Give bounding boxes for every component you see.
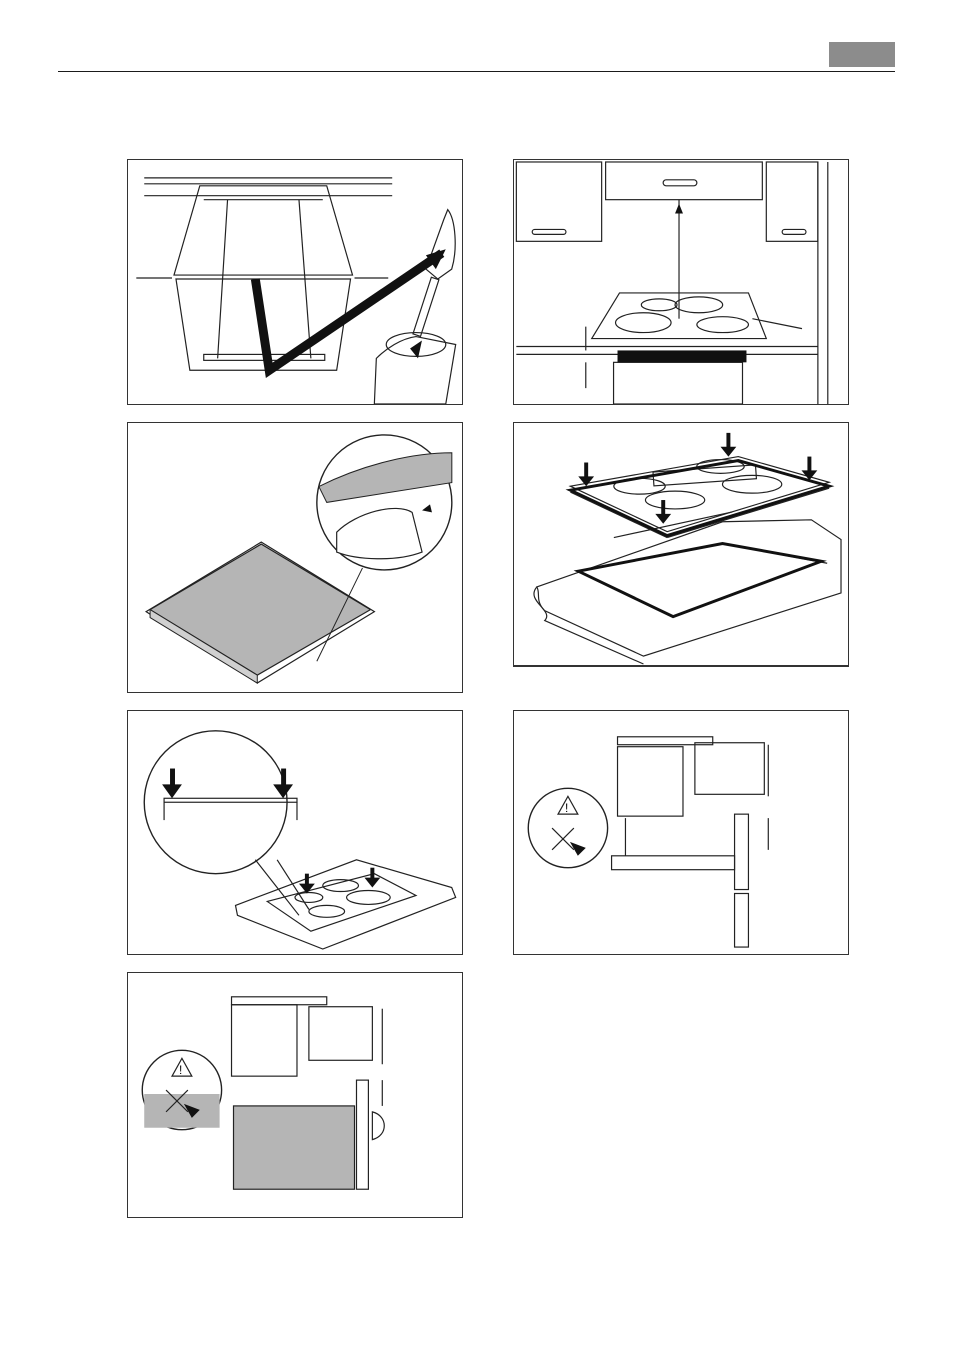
- figure-cutout-dimensions: [513, 422, 849, 667]
- oven-section-illustration: !: [128, 973, 462, 1217]
- figure-cabinet-sealing: [127, 159, 463, 405]
- drawer-section-illustration: !: [514, 711, 848, 954]
- seal-strip-illustration: [128, 423, 462, 692]
- figure-seal-strip: [127, 422, 463, 693]
- hob-cutout-illustration: [514, 423, 848, 665]
- figure-drawer-clearance: !: [513, 710, 849, 955]
- figure-press-hob: [127, 710, 463, 955]
- warning-mark: !: [179, 1063, 182, 1077]
- header-rule: [58, 71, 895, 72]
- press-hob-illustration: [128, 711, 462, 954]
- section-tab: [829, 42, 895, 67]
- figure-oven-clearance: !: [127, 972, 463, 1218]
- figure-hood-clearance: [513, 159, 849, 405]
- kitchen-clearance-illustration: [514, 160, 848, 404]
- cabinet-cutout-illustration: [128, 160, 462, 404]
- warning-mark: !: [565, 801, 568, 815]
